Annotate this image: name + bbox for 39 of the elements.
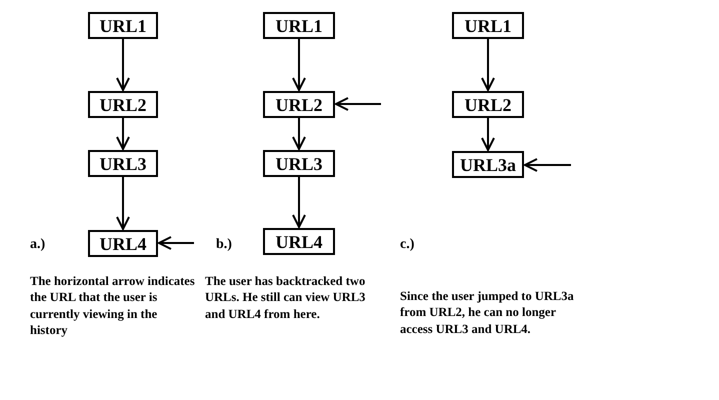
arrow: [481, 118, 495, 151]
url-box: [263, 12, 335, 39]
url-box: [452, 151, 524, 178]
arrow: [292, 39, 306, 91]
url-text: URL4: [275, 232, 322, 250]
arrow: [116, 118, 130, 150]
caption-text: The user has backtracked two URLs. He still can view URL3 and URL4 from here.: [205, 273, 366, 322]
url-text: URL2: [464, 96, 512, 114]
url-text: URL1: [99, 16, 146, 34]
pointer-arrow: [158, 236, 194, 250]
panel-label: a.): [30, 236, 46, 254]
url-box: [88, 230, 158, 257]
url-text: URL3: [275, 154, 322, 172]
arrow: [116, 39, 130, 91]
url-text: URL1: [464, 16, 512, 34]
url-text: URL2: [275, 96, 322, 114]
url-box: [88, 12, 158, 39]
url-text: URL3: [99, 154, 146, 172]
panel-label: b.): [216, 236, 233, 254]
url-box: [263, 91, 335, 118]
pointer-arrow: [335, 97, 381, 111]
url-box: [88, 91, 158, 118]
arrow: [116, 177, 130, 230]
url-box: [88, 150, 158, 177]
url-box: [263, 150, 335, 177]
arrow: [292, 177, 306, 228]
url-text: URL3a: [460, 156, 516, 174]
arrow: [481, 39, 495, 91]
url-text: URL1: [275, 16, 322, 34]
url-box: [452, 12, 524, 39]
panel-label: c.): [400, 236, 416, 254]
pointer-arrow: [524, 158, 571, 172]
url-text: URL4: [99, 234, 146, 252]
arrow: [292, 118, 306, 150]
caption-text: Since the user jumped to URL3a from URL2, he can no longer access URL3 and URL4.: [400, 288, 575, 337]
url-box: [263, 228, 335, 255]
url-box: [452, 91, 524, 118]
url-text: URL2: [99, 96, 146, 114]
caption-text: The horizontal arrow indicates the URL that the user is currently viewing in the history: [30, 273, 195, 338]
